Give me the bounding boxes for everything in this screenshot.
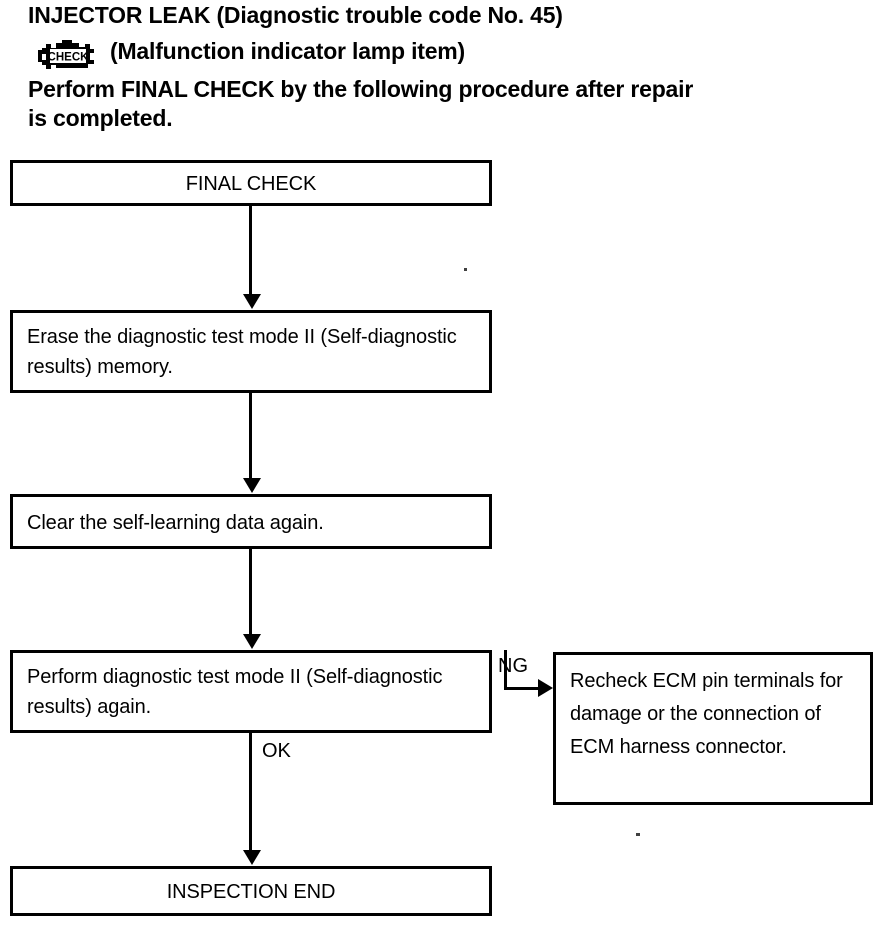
flow-box-clear-self-learning-data: Clear the self-learning data again.	[10, 494, 492, 549]
connector-ng-vertical-stub	[504, 650, 507, 689]
connector-clear-data-to-perform-test	[249, 549, 252, 635]
connector-ok-to-inspection-end	[249, 733, 252, 851]
flow-box-final-check: FINAL CHECK	[10, 160, 492, 206]
flow-box-clear-self-learning-data-text: Clear the self-learning data again.	[27, 512, 324, 534]
flow-box-final-check-text: FINAL CHECK	[185, 173, 317, 195]
arrow-down-icon	[243, 294, 261, 309]
arrow-down-icon	[243, 634, 261, 649]
svg-text:CHECK: CHECK	[48, 52, 90, 64]
arrow-down-icon	[243, 850, 261, 865]
branch-label-ng: NG	[498, 655, 528, 677]
connector-final-check-to-erase-memory	[249, 206, 252, 295]
arrow-down-icon	[243, 478, 261, 493]
scan-artifact-speck	[464, 268, 467, 271]
page-title: INJECTOR LEAK (Diagnostic trouble code N…	[28, 2, 563, 28]
page-header: INJECTOR LEAK (Diagnostic trouble code N…	[0, 0, 896, 150]
connector-ng-to-recheck-ecm	[504, 687, 540, 690]
flow-box-recheck-ecm: Recheck ECM pin terminals for damage or …	[553, 652, 873, 805]
instruction-line-2: is completed.	[28, 105, 173, 131]
check-engine-malfunction-indicator-lamp-icon: CHECK	[32, 38, 104, 72]
connector-erase-memory-to-clear-data	[249, 393, 252, 479]
flow-box-perform-diagnostic-test: Perform diagnostic test mode II (Self-di…	[10, 650, 492, 733]
flow-box-perform-diagnostic-test-text: Perform diagnostic test mode II (Self-di…	[27, 666, 443, 718]
arrow-right-icon	[538, 679, 553, 697]
scan-artifact-speck	[636, 833, 640, 836]
flow-box-recheck-ecm-text: Recheck ECM pin terminals for damage or …	[570, 670, 843, 758]
flow-box-erase-memory-text: Erase the diagnostic test mode II (Self-…	[27, 326, 457, 378]
flow-box-inspection-end-text: INSPECTION END	[166, 881, 336, 903]
branch-label-ok: OK	[262, 740, 291, 762]
instruction-line-1: Perform FINAL CHECK by the following pro…	[28, 76, 694, 102]
flow-box-erase-memory: Erase the diagnostic test mode II (Self-…	[10, 310, 492, 393]
mil-item-label: (Malfunction indicator lamp item)	[110, 38, 466, 64]
flow-box-inspection-end: INSPECTION END	[10, 866, 492, 916]
